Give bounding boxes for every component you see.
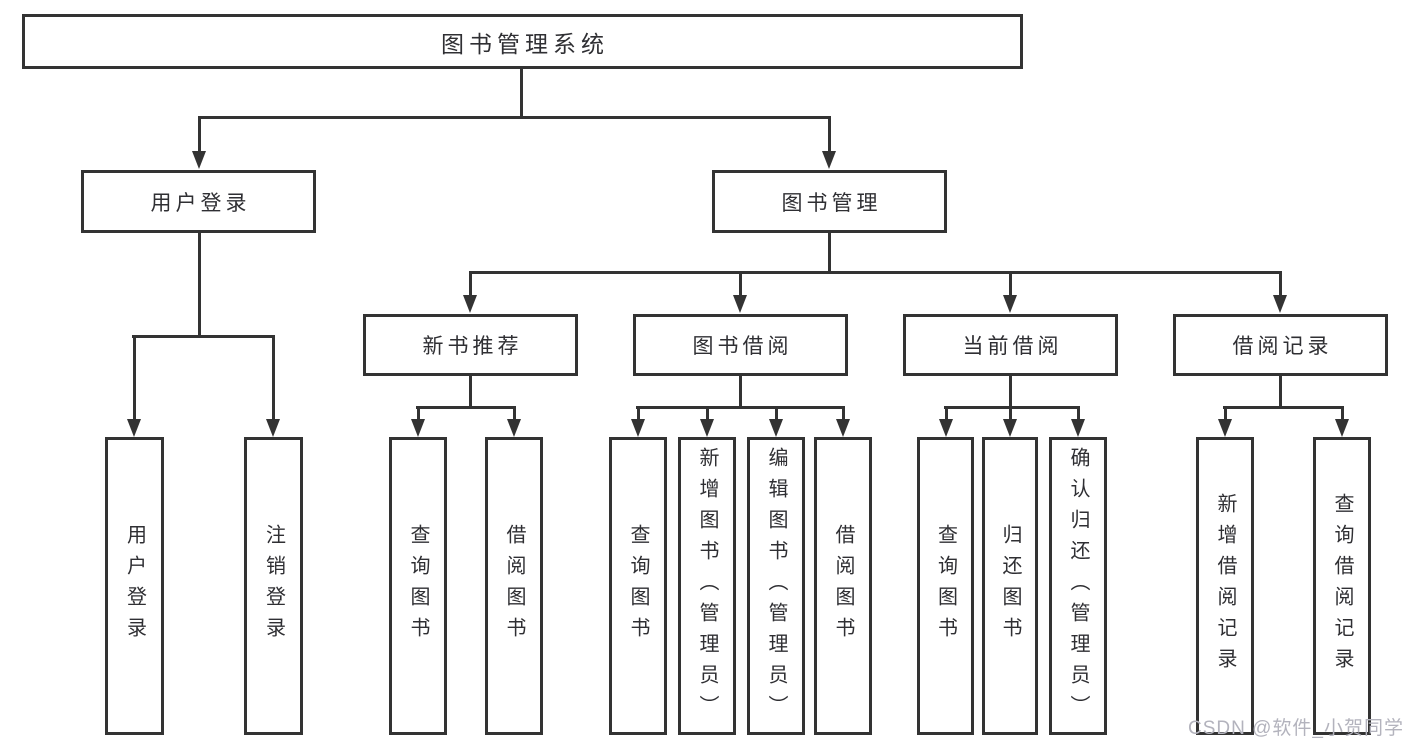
node-label: 当前借阅 <box>962 335 1063 358</box>
leaf-logout: 注销登录 <box>244 437 303 735</box>
arrow-down-icon <box>1003 419 1017 437</box>
csdn-watermark: CSDN @软件_小贺同学 <box>1188 718 1404 739</box>
arrow-down-icon <box>822 151 836 169</box>
node-current-borrowing: 当前借阅 <box>903 314 1118 376</box>
connector-line <box>828 116 831 152</box>
leaf-query-books-current: 查询图书 <box>917 437 974 735</box>
connector-line <box>272 335 275 420</box>
leaf-query-books-borrowing: 查询图书 <box>609 437 667 735</box>
arrow-down-icon <box>411 419 425 437</box>
node-label: 新增图书（管理员） <box>696 446 718 726</box>
leaf-return-books: 归还图书 <box>982 437 1038 735</box>
connector-line <box>469 271 472 297</box>
connector-line <box>417 406 420 420</box>
node-user-login: 用户登录 <box>81 170 316 233</box>
connector-line <box>1279 271 1282 297</box>
connector-line <box>198 233 201 336</box>
leaf-add-books-admin: 新增图书（管理员） <box>678 437 736 735</box>
connector-line <box>842 406 845 420</box>
arrow-down-icon <box>939 419 953 437</box>
node-label: 查询图书 <box>627 524 649 648</box>
arrow-down-icon <box>127 419 141 437</box>
arrow-down-icon <box>631 419 645 437</box>
arrow-down-icon <box>769 419 783 437</box>
node-new-book-recommendation: 新书推荐 <box>363 314 578 376</box>
node-label: 用户登录 <box>150 191 251 215</box>
node-label: 查询图书 <box>934 524 957 648</box>
connector-line <box>469 271 1282 274</box>
node-label: 查询图书 <box>407 524 429 648</box>
connector-line <box>132 335 275 338</box>
connector-line <box>636 406 845 409</box>
arrow-down-icon <box>266 419 280 437</box>
connector-line <box>1224 406 1227 420</box>
node-label: 注销登录 <box>262 524 285 648</box>
connector-line <box>1077 406 1080 420</box>
connector-line <box>1279 376 1282 408</box>
connector-line <box>637 406 640 420</box>
node-label: 借阅图书 <box>503 524 525 648</box>
connector-line <box>828 233 831 273</box>
arrow-down-icon <box>1218 419 1232 437</box>
connector-line <box>945 406 948 420</box>
connector-line <box>198 116 831 119</box>
connector-line <box>1341 406 1344 420</box>
connector-line <box>133 335 136 420</box>
leaf-query-borrow-record: 查询借阅记录 <box>1313 437 1371 735</box>
node-label: 借阅记录 <box>1232 335 1333 358</box>
connector-line <box>520 69 523 117</box>
arrow-down-icon <box>1071 419 1085 437</box>
connector-line <box>1009 376 1012 408</box>
connector-line <box>469 376 472 408</box>
connector-line <box>198 116 201 152</box>
node-label: 编辑图书（管理员） <box>765 446 787 726</box>
leaf-user-login: 用户登录 <box>105 437 164 735</box>
node-label: 借阅图书 <box>832 524 854 648</box>
connector-line <box>775 406 778 420</box>
node-label: 新增借阅记录 <box>1214 493 1236 679</box>
leaf-borrow-books-recommend: 借阅图书 <box>485 437 543 735</box>
connector-line <box>1223 406 1344 409</box>
leaf-add-borrow-record: 新增借阅记录 <box>1196 437 1254 735</box>
arrow-down-icon <box>192 151 206 169</box>
node-label: 图书管理 <box>781 191 882 215</box>
leaf-query-books-recommend: 查询图书 <box>389 437 447 735</box>
node-label: 用户登录 <box>123 524 146 648</box>
node-label: 图书管理系统 <box>441 30 609 57</box>
leaf-confirm-return-admin: 确认归还（管理员） <box>1049 437 1107 735</box>
node-label: 新书推荐 <box>422 335 523 358</box>
connector-line <box>513 406 516 420</box>
arrow-down-icon <box>1003 295 1017 313</box>
node-book-borrowing: 图书借阅 <box>633 314 848 376</box>
connector-line <box>706 406 709 420</box>
node-label: 图书借阅 <box>692 335 793 358</box>
node-book-management: 图书管理 <box>712 170 947 233</box>
connector-line <box>416 406 516 409</box>
arrow-down-icon <box>700 419 714 437</box>
node-borrowing-records: 借阅记录 <box>1173 314 1388 376</box>
node-label: 查询借阅记录 <box>1331 493 1353 679</box>
arrow-down-icon <box>733 295 747 313</box>
node-root-library-system: 图书管理系统 <box>22 14 1023 69</box>
node-label: 确认归还（管理员） <box>1067 446 1089 726</box>
connector-line <box>1009 406 1012 420</box>
arrow-down-icon <box>1273 295 1287 313</box>
leaf-edit-books-admin: 编辑图书（管理员） <box>747 437 805 735</box>
arrow-down-icon <box>463 295 477 313</box>
arrow-down-icon <box>1335 419 1349 437</box>
arrow-down-icon <box>836 419 850 437</box>
connector-line <box>739 271 742 297</box>
node-label: 归还图书 <box>999 524 1021 648</box>
leaf-borrow-books-borrowing: 借阅图书 <box>814 437 872 735</box>
connector-line <box>944 406 1080 409</box>
connector-line <box>1009 271 1012 297</box>
connector-line <box>739 376 742 408</box>
arrow-down-icon <box>507 419 521 437</box>
